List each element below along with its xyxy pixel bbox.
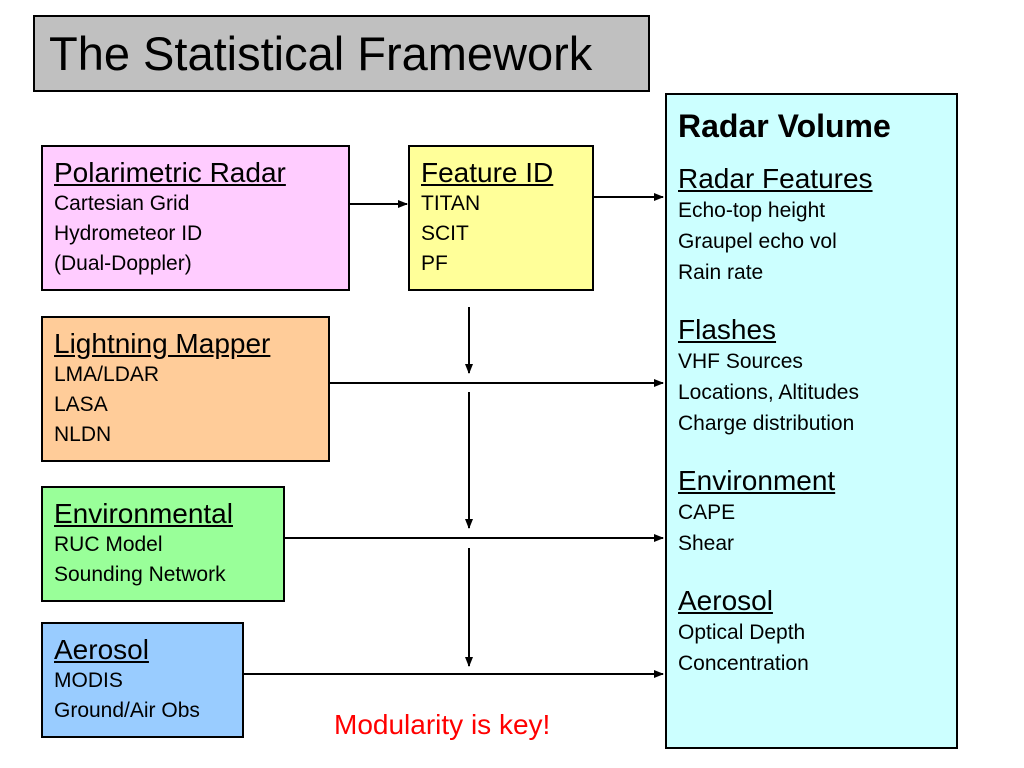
volume-line: Shear (678, 532, 735, 555)
volume-line: Rain rate (678, 261, 764, 284)
page-title: The Statistical Framework (33, 15, 650, 92)
radar-volume-box: Radar Volume Radar Features Echo-top hei… (665, 93, 958, 749)
radar-line: Hydrometeor ID (54, 222, 203, 245)
aerosol-line: MODIS (54, 669, 123, 692)
feature-id-box: Feature ID TITAN SCIT PF (408, 145, 594, 291)
volume-line: Charge distribution (678, 412, 855, 435)
volume-line: Optical Depth (678, 621, 806, 644)
aerosol-heading: Aerosol (54, 634, 149, 665)
environmental-heading: Environmental (54, 498, 233, 529)
radar-line: (Dual-Doppler) (54, 252, 192, 275)
flashes-heading: Flashes (678, 314, 777, 345)
volume-line: Graupel echo vol (678, 230, 837, 253)
lightning-line: NLDN (54, 423, 112, 446)
environment-heading: Environment (678, 465, 836, 496)
volume-line: Locations, Altitudes (678, 381, 859, 404)
feature-id-heading: Feature ID (421, 157, 554, 188)
environmental-line: Sounding Network (54, 563, 226, 586)
lightning-line: LASA (54, 393, 108, 416)
feature-id-line: SCIT (421, 222, 469, 245)
lightning-mapper-box: Lightning Mapper LMA/LDAR LASA NLDN (41, 316, 330, 462)
radar-features-heading: Radar Features (678, 163, 873, 194)
aerosol-line: Ground/Air Obs (54, 699, 200, 722)
radar-volume-heading: Radar Volume (678, 108, 891, 144)
aerosol-box: Aerosol MODIS Ground/Air Obs (41, 622, 244, 738)
aerosol-output-heading: Aerosol (678, 585, 773, 616)
environmental-box: Environmental RUC Model Sounding Network (41, 486, 285, 602)
feature-id-line: TITAN (421, 192, 481, 215)
feature-id-line: PF (421, 252, 448, 275)
modularity-note: Modularity is key! (334, 709, 551, 740)
radar-line: Cartesian Grid (54, 192, 190, 215)
volume-line: VHF Sources (678, 350, 803, 373)
volume-line: Concentration (678, 652, 809, 675)
lightning-line: LMA/LDAR (54, 363, 160, 386)
volume-line: CAPE (678, 501, 736, 524)
volume-line: Echo-top height (678, 199, 826, 222)
polarimetric-radar-heading: Polarimetric Radar (54, 157, 286, 188)
polarimetric-radar-box: Polarimetric Radar Cartesian Grid Hydrom… (41, 145, 350, 291)
lightning-mapper-heading: Lightning Mapper (54, 328, 271, 359)
environmental-line: RUC Model (54, 533, 163, 556)
